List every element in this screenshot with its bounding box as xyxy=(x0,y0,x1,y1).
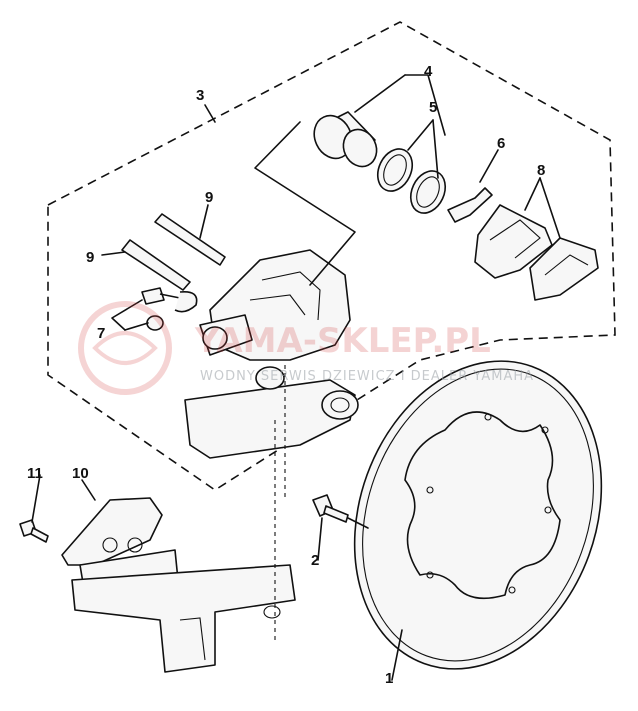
callout-6: 6 xyxy=(497,135,505,152)
callout-8: 8 xyxy=(537,162,545,179)
caliper-piston xyxy=(313,111,378,168)
caliper-pins xyxy=(121,213,226,291)
watermark-tagline: WODNY SERWIS DZIEWICZ I DEALER YAMAHA xyxy=(200,369,534,384)
bleed-screw xyxy=(141,287,198,331)
callout-3: 3 xyxy=(196,87,204,104)
bracket-bolt xyxy=(19,519,49,543)
callout-2: 2 xyxy=(311,552,319,569)
callout-1: 1 xyxy=(385,670,393,687)
swing-arm xyxy=(71,564,296,673)
watermark-brand: YAMA-SKLEP.PL xyxy=(194,321,491,361)
callout-9-lower: 9 xyxy=(86,249,94,266)
watermark-logo-swoosh xyxy=(92,331,158,365)
callout-leaders xyxy=(31,74,561,681)
watermark-logo-icon xyxy=(78,301,172,395)
pad-shim xyxy=(447,187,493,223)
callout-5: 5 xyxy=(429,99,437,116)
piston-seals xyxy=(376,148,447,214)
callout-7: 7 xyxy=(97,325,105,342)
disc-bolt xyxy=(312,494,349,523)
dealer-watermark: YAMA-SKLEP.PL WODNY SERWIS DZIEWICZ I DE… xyxy=(78,301,534,395)
brake-disc xyxy=(353,360,603,670)
caliper-body xyxy=(184,249,359,459)
caliper-assembly-boundary xyxy=(47,21,616,491)
callout-4: 4 xyxy=(424,63,433,80)
brake-pads xyxy=(474,204,599,301)
callout-9-upper: 9 xyxy=(205,189,213,206)
callout-10: 10 xyxy=(72,465,89,482)
callout-11: 11 xyxy=(27,465,43,482)
